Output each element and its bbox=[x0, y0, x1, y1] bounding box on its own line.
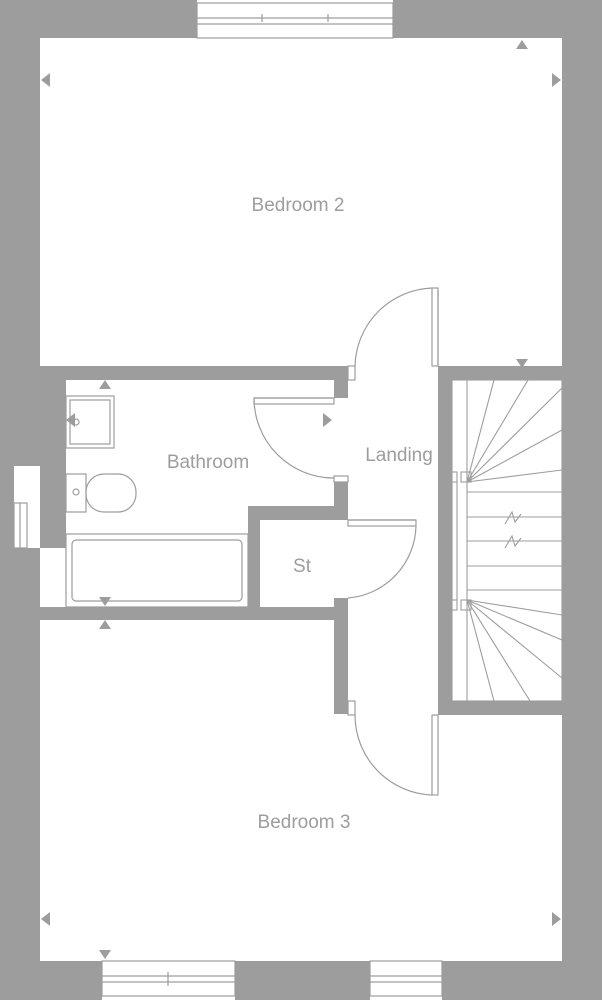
room-label-bedroom-3: Bedroom 3 bbox=[258, 812, 351, 833]
windows bbox=[2, 2, 443, 997]
window-bedroom-3-right bbox=[369, 960, 443, 997]
toilet bbox=[65, 473, 137, 513]
room-label-landing: Landing bbox=[365, 445, 433, 466]
bathroom-fixtures bbox=[65, 395, 249, 608]
room-label-bathroom: Bathroom bbox=[167, 452, 249, 473]
door-bedroom-3 bbox=[347, 700, 439, 796]
door-bathroom bbox=[253, 397, 349, 483]
window-bedroom-2 bbox=[196, 2, 394, 39]
dimension-markers bbox=[41, 40, 561, 959]
room-label-bedroom-2: Bedroom 2 bbox=[252, 195, 345, 216]
window-bedroom-3-left bbox=[101, 960, 236, 997]
staircase bbox=[446, 379, 563, 702]
bathtub bbox=[65, 533, 249, 608]
room-label-store: St bbox=[293, 556, 312, 577]
door-bedroom-2 bbox=[347, 287, 439, 381]
window-bathroom bbox=[2, 502, 28, 549]
doors bbox=[253, 287, 439, 796]
room-labels: Bedroom 2 Bathroom Landing St Bedroom 3 bbox=[167, 195, 433, 833]
door-store bbox=[347, 519, 417, 599]
